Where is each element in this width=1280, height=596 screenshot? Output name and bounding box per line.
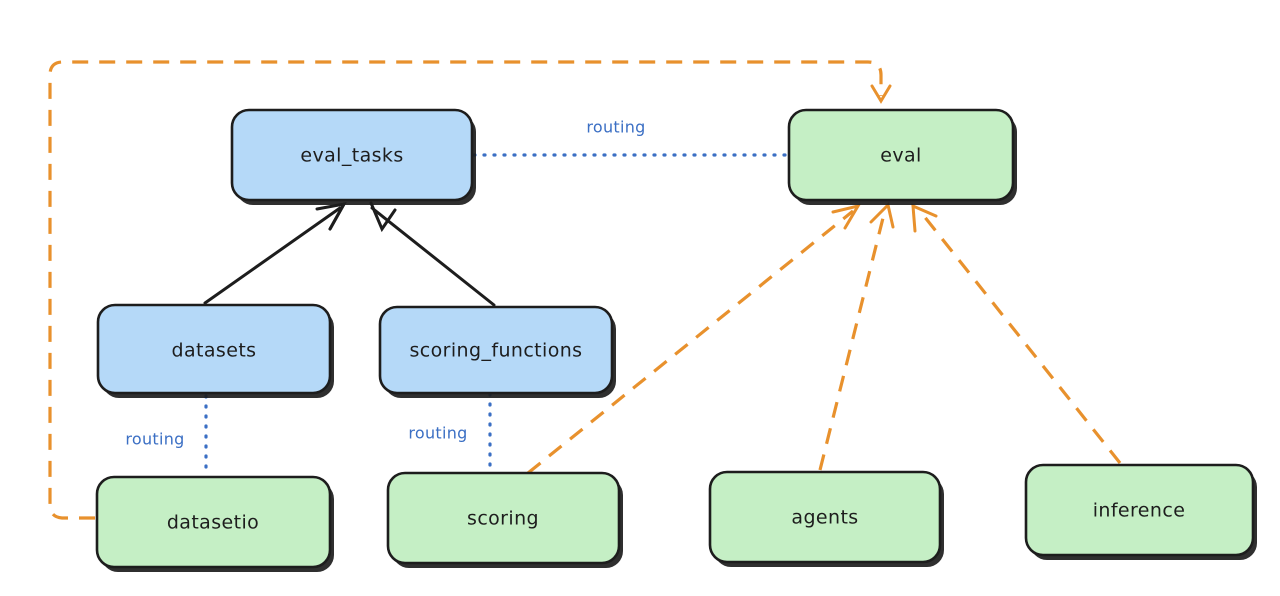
node-datasetio[interactable]: datasetio [95, 475, 334, 572]
node-agents-body [708, 470, 942, 564]
node-agents-label: agents [791, 507, 858, 529]
edge-datasets-to-eval-tasks [203, 201, 347, 305]
node-agents[interactable]: agents [708, 470, 944, 567]
edge-scoring-to-eval [526, 203, 862, 475]
node-datasetio-body [95, 475, 332, 569]
node-eval-tasks[interactable]: eval_tasks [230, 108, 476, 205]
edge-scoring-functions-to-eval-tasks [369, 201, 496, 307]
node-inference[interactable]: inference [1024, 463, 1257, 560]
node-eval-tasks-body [230, 108, 474, 202]
node-datasets[interactable]: datasets [96, 303, 334, 398]
node-datasetio-label: datasetio [167, 512, 259, 534]
edge-label-routing-eval: routing [586, 118, 645, 137]
node-inference-body [1024, 463, 1255, 557]
edge-label-routing-scoring: routing [408, 424, 467, 443]
node-datasets-body [96, 303, 332, 395]
node-eval-label: eval [880, 145, 921, 167]
node-scoring[interactable]: scoring [386, 471, 623, 568]
node-scoring-functions[interactable]: scoring_functions [378, 305, 616, 398]
edge-datasetio-to-eval [48, 60, 892, 520]
edge-inference-to-eval [911, 203, 1122, 464]
node-inference-label: inference [1093, 500, 1186, 522]
node-scoring-functions-body [378, 305, 614, 395]
node-eval-body [787, 108, 1015, 202]
node-scoring-label: scoring [467, 508, 539, 530]
node-scoring-functions-label: scoring_functions [410, 340, 583, 362]
edge-scoring-functions-to-scoring: routing [408, 392, 492, 474]
node-eval[interactable]: eval [787, 108, 1017, 205]
edge-label-routing-datasetio: routing [125, 430, 184, 449]
edge-eval-tasks-to-eval: routing [472, 118, 789, 157]
edge-datasets-to-datasetio: routing [125, 394, 208, 478]
node-eval-tasks-label: eval_tasks [300, 145, 403, 167]
node-scoring-body [386, 471, 621, 565]
edge-agents-to-eval [818, 202, 895, 471]
node-datasets-label: datasets [172, 340, 257, 362]
